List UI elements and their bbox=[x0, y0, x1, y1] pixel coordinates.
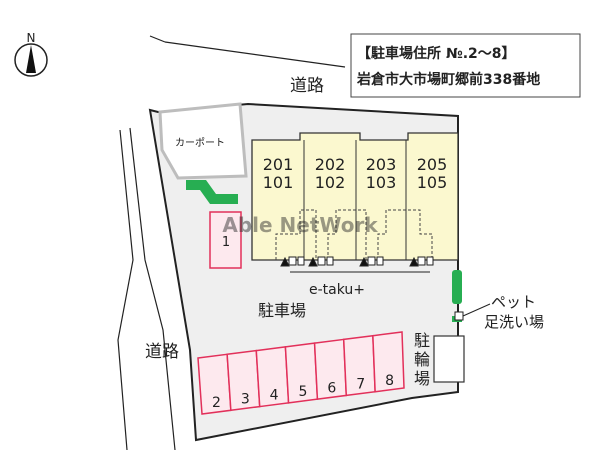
unit-3-upper: 203 bbox=[366, 155, 397, 174]
watermark: Able NetWork bbox=[222, 213, 378, 237]
unit-2-lower: 102 bbox=[315, 173, 346, 192]
carport-area bbox=[158, 102, 248, 180]
carport: カーポート bbox=[158, 102, 248, 180]
building: 201 101 202 102 203 103 205 105 bbox=[251, 132, 459, 261]
green-strip-carport bbox=[186, 180, 238, 204]
road-label-top: 道路 bbox=[290, 76, 324, 96]
top-road-edge-2 bbox=[164, 41, 346, 68]
parking-space-3-label: 3 bbox=[241, 391, 250, 407]
left-road-edge-outer bbox=[117, 129, 134, 450]
compass-circle bbox=[14, 43, 48, 77]
compass: N bbox=[14, 31, 48, 77]
entry-lines bbox=[275, 209, 433, 260]
address-box: 【駐車場住所 №.2～8】 岩倉市大市場町郷前338番地 bbox=[350, 33, 581, 98]
parking-space-1 bbox=[209, 211, 242, 269]
unit-1-upper: 201 bbox=[263, 155, 294, 174]
meter-group-1 bbox=[280, 256, 305, 267]
top-road-edge bbox=[149, 35, 166, 43]
parking-space-4-label: 4 bbox=[270, 388, 279, 404]
pet-foot-wash-icon bbox=[454, 311, 464, 321]
address-box-title: 【駐車場住所 №.2～8】 bbox=[357, 45, 516, 62]
parking-lot-label: 駐車場 bbox=[258, 301, 306, 320]
parking-space-8 bbox=[372, 331, 405, 393]
north-arrow-icon bbox=[26, 45, 36, 73]
unit-2-upper: 202 bbox=[315, 155, 346, 174]
address-box-frame bbox=[350, 33, 581, 98]
delivery-box-label: e-taku+ bbox=[309, 282, 365, 298]
utility-meters bbox=[280, 256, 434, 273]
road-lines bbox=[117, 35, 346, 450]
pet-label-line2: 足洗い場 bbox=[484, 313, 544, 331]
parking-space-7-label: 7 bbox=[356, 377, 365, 393]
parking-space-1-label: 1 bbox=[222, 235, 230, 250]
bike-parking-area bbox=[433, 335, 465, 383]
unit-3-lower: 103 bbox=[366, 173, 397, 192]
left-road-edge-inner bbox=[129, 127, 176, 450]
unit-4-lower: 105 bbox=[417, 173, 448, 192]
parking-space-5-label: 5 bbox=[299, 384, 308, 400]
bike-parking-char-1: 駐 bbox=[414, 331, 430, 350]
meter-group-4 bbox=[409, 256, 434, 267]
road-label-left: 道路 bbox=[145, 342, 179, 362]
pet-label-line1: ペット bbox=[491, 293, 536, 311]
address-box-address: 岩倉市大市場町郷前338番地 bbox=[356, 71, 540, 88]
parking-space-6-label: 6 bbox=[327, 380, 336, 396]
building-outline bbox=[251, 132, 459, 261]
bike-parking-char-3: 場 bbox=[414, 369, 430, 388]
north-label: N bbox=[27, 31, 36, 45]
meter-group-2 bbox=[308, 256, 334, 267]
parking-spaces: 2 3 4 5 6 7 8 bbox=[197, 331, 405, 415]
carport-label: カーポート bbox=[175, 137, 225, 149]
meter-group-3 bbox=[359, 256, 384, 267]
unit-4-upper: 205 bbox=[417, 155, 448, 174]
unit-1-lower: 101 bbox=[263, 173, 294, 192]
bike-parking-char-2: 輪 bbox=[414, 350, 430, 369]
pet-leader-line bbox=[462, 303, 491, 317]
parking-space-8-label: 8 bbox=[385, 373, 394, 389]
green-strip-right bbox=[452, 270, 462, 304]
parking-space-2-label: 2 bbox=[212, 395, 221, 411]
